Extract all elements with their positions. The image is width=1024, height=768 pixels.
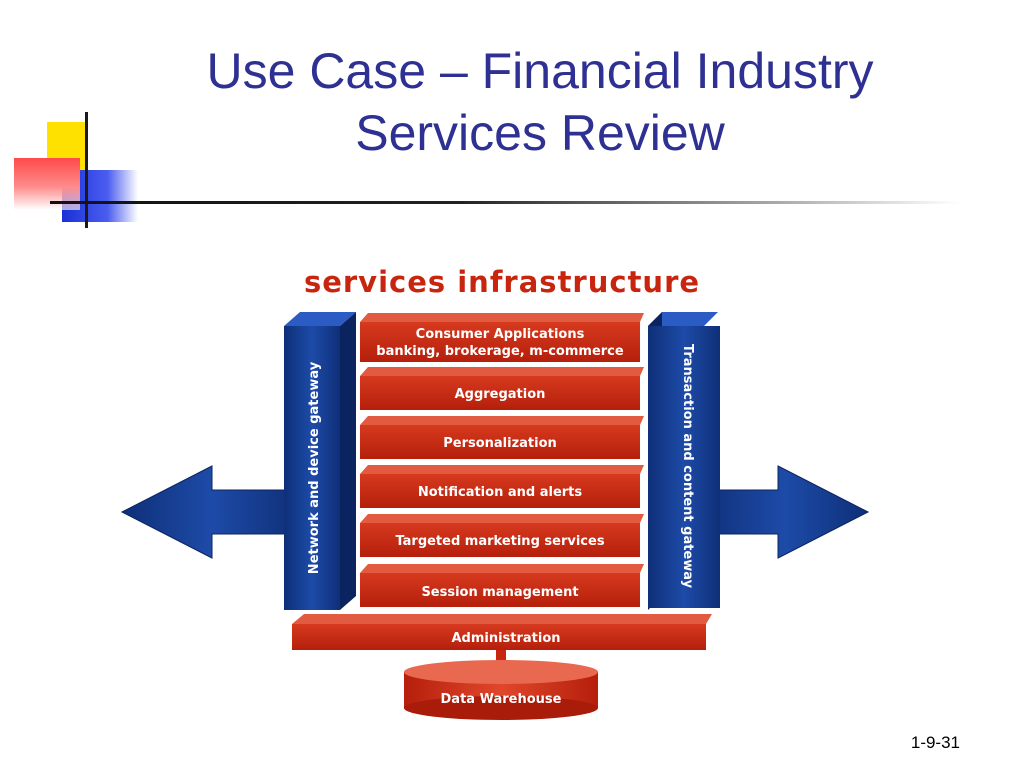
layer-personalization: Personalization bbox=[360, 416, 644, 459]
title-line-2: Services Review bbox=[355, 105, 725, 161]
left-gateway-top bbox=[284, 312, 356, 326]
page-number: 1-9-31 bbox=[910, 733, 960, 752]
left-gateway-side bbox=[340, 312, 356, 610]
right-gateway-top bbox=[648, 312, 718, 326]
layer-notification: Notification and alerts bbox=[360, 465, 644, 508]
title-line-1: Use Case – Financial Industry bbox=[206, 43, 874, 99]
layer-consumer-line1: Consumer Applications bbox=[416, 327, 585, 342]
layer-session-label: Session management bbox=[421, 585, 578, 600]
layer-notification-label: Notification and alerts bbox=[418, 485, 583, 500]
layer-personalization-label: Personalization bbox=[443, 436, 557, 451]
vertical-rule bbox=[85, 112, 88, 228]
data-warehouse-label: Data Warehouse bbox=[441, 692, 562, 707]
layer-marketing-label: Targeted marketing services bbox=[395, 534, 604, 549]
diagram-heading: services infrastructure bbox=[304, 265, 700, 299]
administration-bar: Administration bbox=[292, 614, 712, 650]
right-gateway-label: Transaction and content gateway bbox=[680, 344, 695, 589]
layer-consumer-line2: banking, brokerage, m-commerce bbox=[376, 344, 624, 359]
layer-aggregation-label: Aggregation bbox=[455, 387, 546, 402]
left-arrow bbox=[120, 465, 301, 559]
left-gateway-label: Network and device gateway bbox=[307, 361, 322, 574]
left-gateway bbox=[284, 326, 340, 610]
horizontal-rule bbox=[50, 201, 960, 204]
layer-marketing: Targeted marketing services bbox=[360, 514, 644, 557]
data-warehouse-cylinder: Data Warehouse bbox=[404, 660, 598, 720]
layer-consumer-applications: Consumer Applications banking, brokerage… bbox=[360, 313, 644, 362]
administration-label: Administration bbox=[451, 631, 560, 646]
slide-title: Use Case – Financial Industry Services R… bbox=[130, 40, 950, 164]
layer-aggregation: Aggregation bbox=[360, 367, 644, 410]
layer-session: Session management bbox=[360, 564, 644, 607]
right-gateway bbox=[648, 326, 720, 608]
right-arrow bbox=[699, 465, 870, 559]
